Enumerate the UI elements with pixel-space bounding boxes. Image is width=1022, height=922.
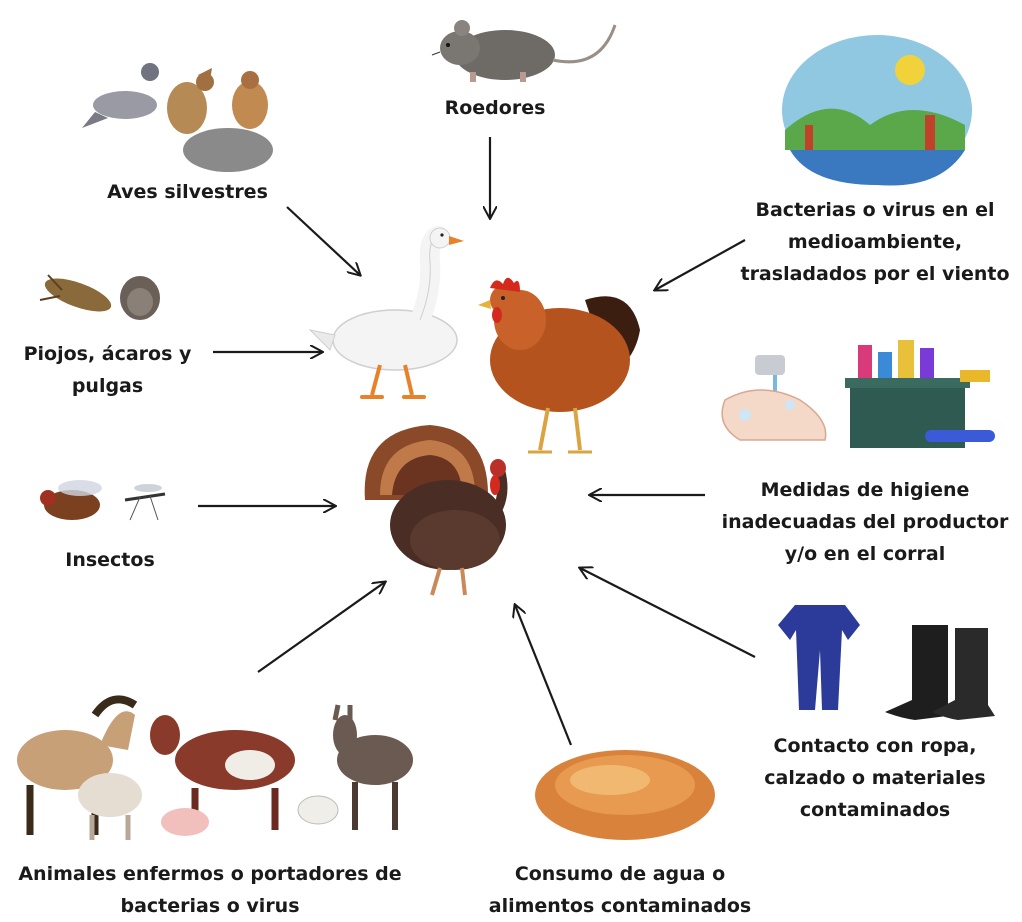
rat-icon	[432, 20, 615, 82]
arrow-clothing	[580, 568, 755, 657]
sick-animals-line-1: Animales enfermos o portadores de	[0, 858, 420, 890]
pig-icon	[161, 808, 209, 836]
insects-text: Insectos	[40, 544, 180, 576]
overalls-icon	[778, 605, 860, 710]
wild-birds-text: Aves silvestres	[90, 176, 285, 208]
arrow-sick-animals	[258, 582, 385, 672]
rodents-text: Roedores	[420, 92, 570, 124]
lice-line-2: pulgas	[10, 370, 205, 402]
feed-line-2: alimentos contaminados	[470, 890, 770, 922]
hygiene-line-1: Medidas de higiene	[715, 474, 1015, 506]
wild-birds-icon	[82, 63, 273, 172]
label-hygiene: Medidas de higiene inadecuadas del produ…	[715, 474, 1015, 570]
arrow-wild-birds	[287, 207, 360, 275]
lice-icon	[40, 272, 115, 318]
feed-line-1: Consumo de agua o	[470, 858, 770, 890]
goose-icon	[310, 228, 464, 397]
sick-animals-line-2: bacterias o virus	[0, 890, 420, 922]
mosquito-icon	[125, 484, 165, 520]
fly-icon	[40, 480, 102, 520]
mite-icon	[120, 276, 160, 320]
label-rodents: Roedores	[420, 92, 570, 124]
environment-line-3: trasladados por el viento	[730, 258, 1020, 290]
goat-icon	[298, 796, 338, 824]
sheep-icon	[78, 773, 142, 840]
lice-line-1: Piojos, ácaros y	[10, 338, 205, 370]
arrow-feed	[515, 605, 571, 745]
feed-pile-icon	[535, 750, 715, 840]
label-clothing: Contacto con ropa, calzado o materiales …	[735, 730, 1015, 826]
boots-icon	[885, 625, 995, 720]
label-environment: Bacterias o virus en el medioambiente, t…	[730, 194, 1020, 290]
label-sick-animals: Animales enfermos o portadores de bacter…	[0, 858, 420, 922]
clothing-line-3: contaminados	[735, 794, 1015, 826]
hen-icon	[478, 278, 640, 452]
environment-line-2: medioambiente,	[730, 226, 1020, 258]
hygiene-line-2: inadecuadas del productor	[715, 506, 1015, 538]
label-feed: Consumo de agua o alimentos contaminados	[470, 858, 770, 922]
environment-landscape-icon	[782, 35, 972, 186]
hygiene-line-3: y/o en el corral	[715, 538, 1015, 570]
cleaning-supplies-icon	[845, 340, 995, 448]
environment-line-1: Bacterias o virus en el	[730, 194, 1020, 226]
clothing-line-1: Contacto con ropa,	[735, 730, 1015, 762]
label-wild-birds: Aves silvestres	[90, 176, 285, 208]
handwashing-icon	[722, 355, 826, 440]
clothing-line-2: calzado o materiales	[735, 762, 1015, 794]
donkey-icon	[333, 705, 413, 830]
turkey-icon	[365, 425, 506, 595]
label-insects: Insectos	[40, 544, 180, 576]
label-lice: Piojos, ácaros y pulgas	[10, 338, 205, 402]
arrows	[198, 137, 755, 745]
